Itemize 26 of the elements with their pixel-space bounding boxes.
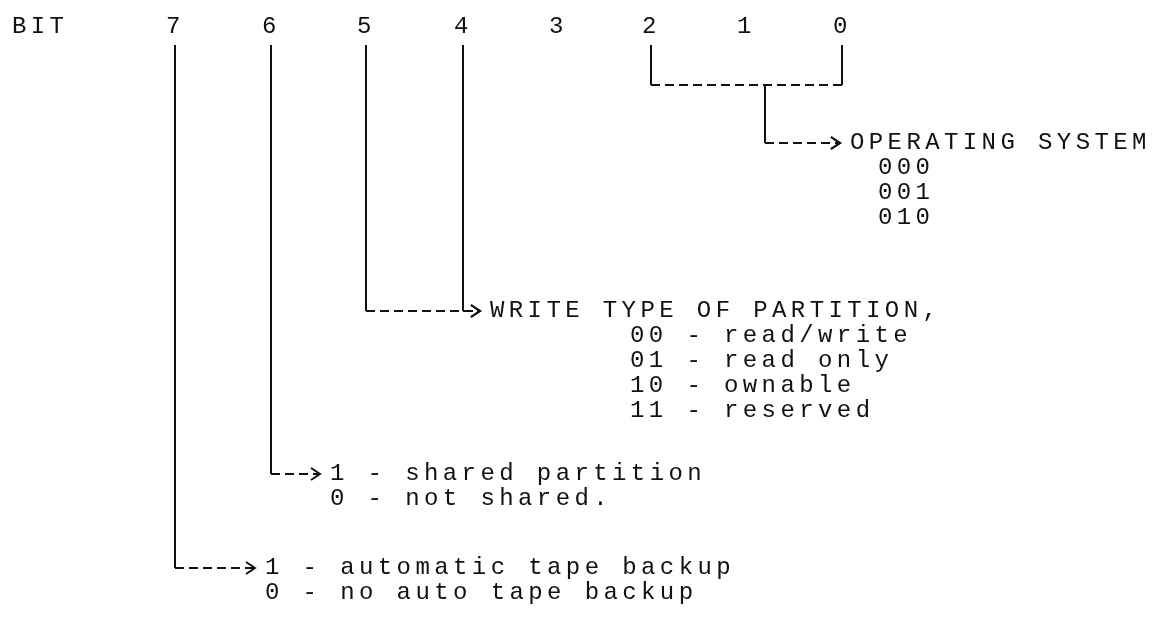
value-description: 01 - read only <box>629 348 895 373</box>
value-description: 001 <box>877 180 936 205</box>
bit-number: 7 <box>166 14 185 39</box>
bit-number: 6 <box>262 14 281 39</box>
bit-number: 5 <box>357 14 376 39</box>
value-description: 11 - reserved <box>629 398 876 423</box>
arrow <box>462 44 481 318</box>
arrow <box>270 44 321 481</box>
bit-number: 4 <box>454 14 473 39</box>
arrow <box>174 44 256 575</box>
bit-number: 1 <box>737 14 756 39</box>
value-description: 000 <box>877 155 936 180</box>
value-description: 00 - read/write <box>629 323 914 348</box>
value-description: 1 - shared partition <box>330 461 707 486</box>
bit-number: 3 <box>549 14 568 39</box>
value-description: 0 - no auto tape backup <box>265 580 699 605</box>
field-heading: WRITE TYPE OF PARTITION, <box>490 298 942 323</box>
field-heading: OPERATING SYSTEM <box>850 130 1151 155</box>
row-heading: BIT <box>12 14 69 39</box>
bit-number: 0 <box>833 14 852 39</box>
value-description: 010 <box>877 205 936 230</box>
bit-number: 2 <box>642 14 661 39</box>
value-description: 10 - ownable <box>629 373 857 398</box>
value-description: 0 - not shared. <box>330 486 614 511</box>
arrow <box>764 44 843 150</box>
value-description: 1 - automatic tape backup <box>265 555 736 580</box>
